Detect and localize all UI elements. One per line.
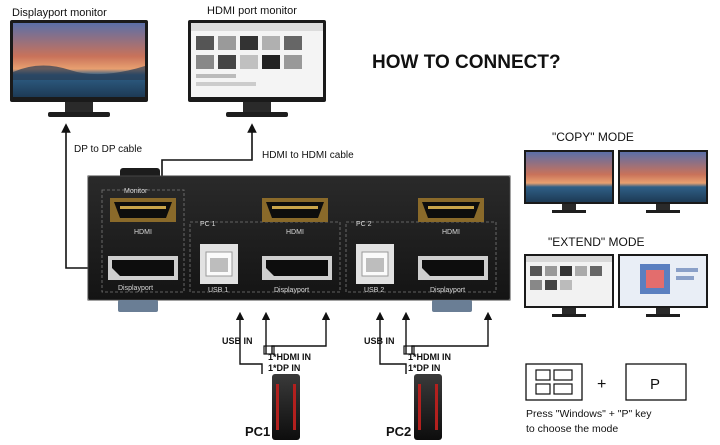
plus-sign: + <box>597 376 606 393</box>
pc2-dp-label: Displayport <box>430 287 465 294</box>
pc2-usb-port <box>356 244 394 284</box>
kvm-monitor-label: Monitor <box>124 188 148 195</box>
windows-key-icon <box>525 363 583 401</box>
pc1-usb-in-label: USB IN <box>222 336 253 346</box>
pc2-dp-port <box>418 256 488 280</box>
instruction-line-2: to choose the mode <box>526 423 618 435</box>
pc2-label: PC2 <box>386 424 411 439</box>
copy-mode-monitors <box>524 150 708 213</box>
pc2-tower <box>414 374 442 440</box>
pc1-hdmi-label: HDMI <box>286 229 304 236</box>
dp-cable-label: DP to DP cable <box>74 144 142 155</box>
monitor-hdmi-label: HDMI <box>134 229 152 236</box>
pc2-hdmi-in-label: 1*HDMI IN <box>408 352 451 362</box>
pc1-usb-label: USB 1 <box>208 287 228 294</box>
p-key-icon <box>625 363 687 401</box>
hdmi-monitor-label: HDMI port monitor <box>207 5 297 17</box>
kvm-switch: Monitor PC 1 PC 2 HDMI Displayport HDMI <box>87 168 511 312</box>
kvm-pc2-label: PC 2 <box>356 221 372 228</box>
pc2-cables <box>375 311 493 374</box>
extend-mode-monitors <box>524 254 708 317</box>
monitor-dp-label: Displayport <box>118 285 153 292</box>
pc1-dp-label: Displayport <box>274 287 309 294</box>
pc1-cables <box>235 311 331 374</box>
pc2-hdmi-label: HDMI <box>442 229 460 236</box>
pc1-dp-in-label: 1*DP IN <box>268 363 300 373</box>
displayport-monitor <box>10 20 148 117</box>
pc1-dp-port <box>262 256 332 280</box>
hdmi-cable-label: HDMI to HDMI cable <box>262 150 354 161</box>
pc2-hdmi-port <box>418 198 484 222</box>
pc2-usb-label: USB 2 <box>364 287 384 294</box>
diagram-title: HOW TO CONNECT? <box>372 52 561 73</box>
copy-mode-label: "COPY" MODE <box>552 130 634 144</box>
hdmi-monitor <box>188 20 326 117</box>
pc2-usb-in-label: USB IN <box>364 336 395 346</box>
displayport-monitor-label: Displayport monitor <box>12 7 107 19</box>
pc2-dp-in-label: 1*DP IN <box>408 363 440 373</box>
pc1-usb-port <box>200 244 238 284</box>
monitor-hdmi-port <box>110 198 176 222</box>
hdmi-cable <box>161 123 257 182</box>
p-key-label: P <box>650 376 660 393</box>
pc1-label: PC1 <box>245 424 270 439</box>
pc1-hdmi-in-label: 1*HDMI IN <box>268 352 311 362</box>
pc1-tower <box>272 374 300 440</box>
pc1-hdmi-port <box>262 198 328 222</box>
instruction-line-1: Press "Windows" + "P" key <box>526 408 652 420</box>
extend-mode-label: "EXTEND" MODE <box>548 235 645 249</box>
monitor-dp-port <box>108 256 178 280</box>
kvm-pc1-label: PC 1 <box>200 221 216 228</box>
